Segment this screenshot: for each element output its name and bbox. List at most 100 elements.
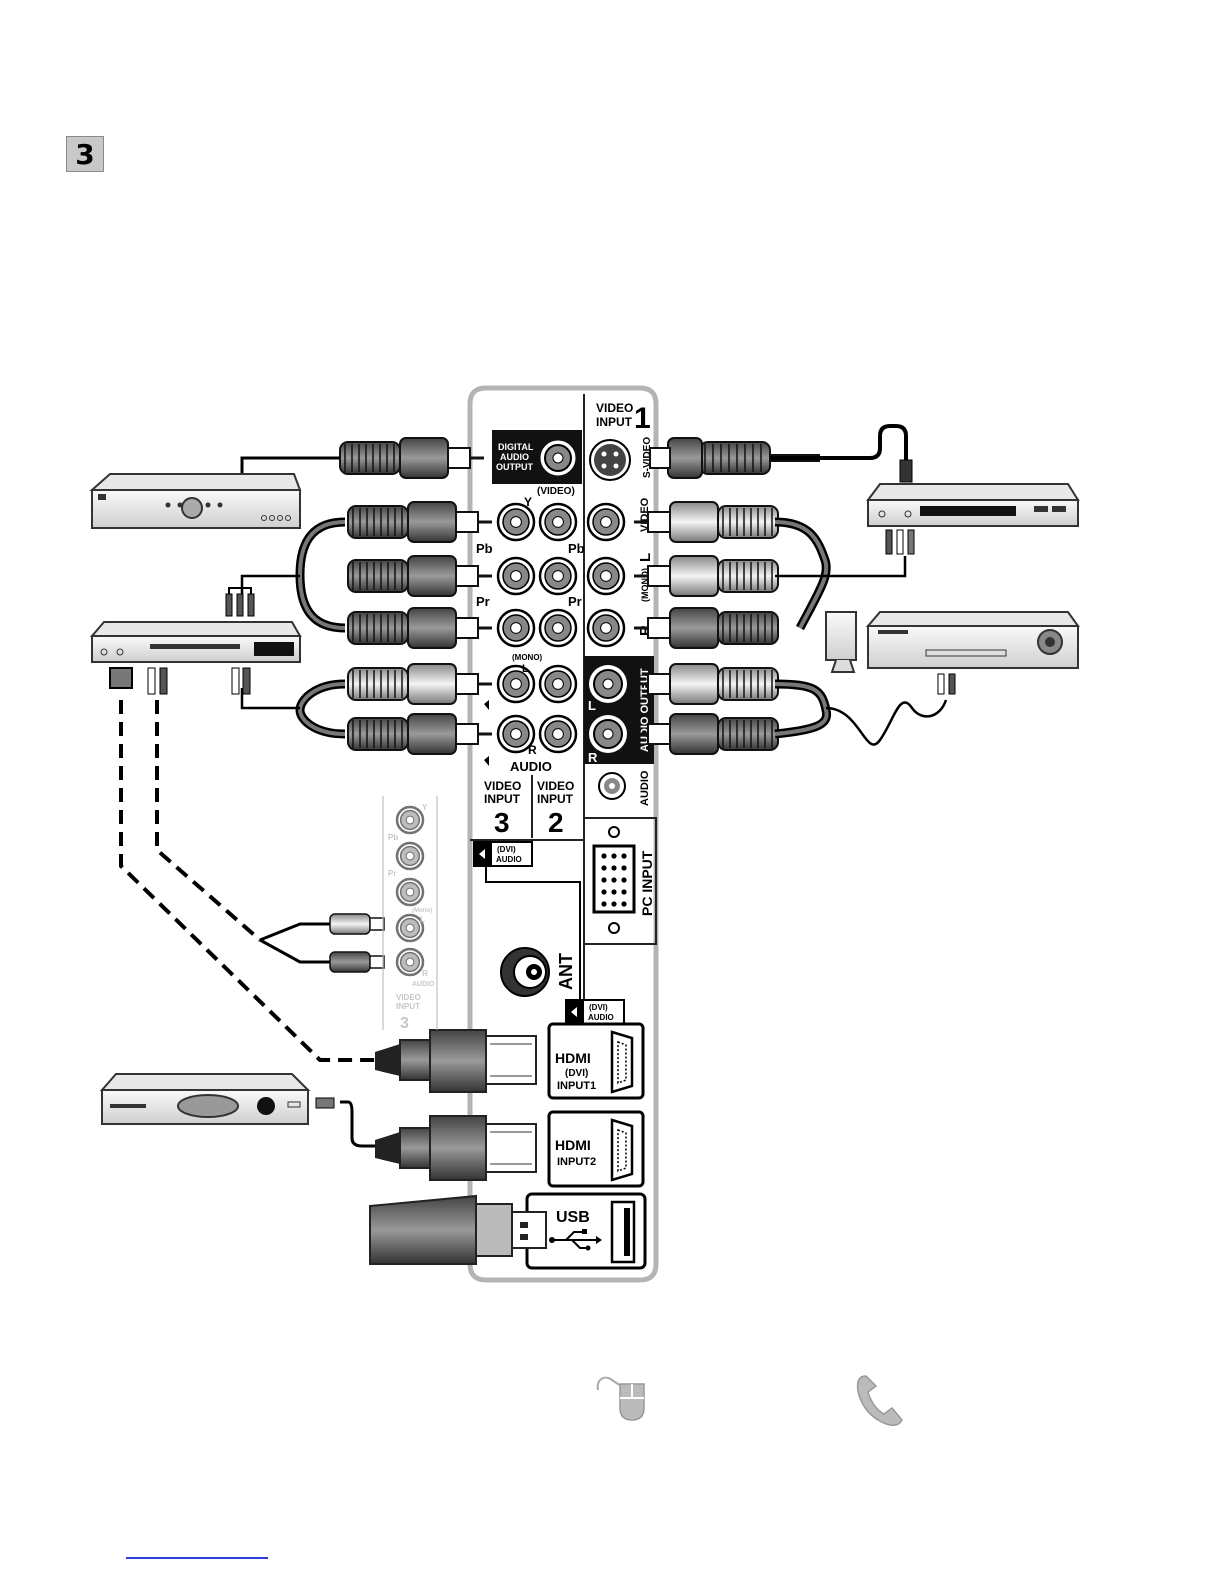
inset-rca-port[interactable]: [397, 879, 423, 905]
svg-text:AUDIO: AUDIO: [500, 452, 529, 462]
dashed-dvi-cable: [121, 700, 375, 1060]
svg-text:VIDEO: VIDEO: [596, 401, 633, 415]
vga-pin: [601, 877, 606, 882]
vga-pin: [611, 877, 616, 882]
set-top-box-device: [102, 1074, 334, 1124]
svg-text:INPUT: INPUT: [596, 415, 633, 429]
svg-text:HDMI: HDMI: [555, 1137, 591, 1153]
svg-text:USB: USB: [556, 1209, 590, 1226]
svg-text:INPUT: INPUT: [484, 792, 521, 806]
svg-text:3: 3: [400, 1015, 409, 1032]
svg-text:AUDIO: AUDIO: [412, 981, 435, 988]
rca-port[interactable]: [498, 504, 534, 540]
pb-label-input3: Pb: [476, 541, 493, 556]
audio-output-block: L R AUDIO OUTPUT: [584, 656, 654, 765]
svg-text:Y: Y: [422, 803, 428, 812]
mono-label: (MONO): [512, 653, 543, 662]
vga-pin: [621, 865, 626, 870]
r-mark: R: [528, 743, 537, 757]
vga-pin: [621, 901, 626, 906]
vga-pin: [601, 853, 606, 858]
vga-pin: [601, 901, 606, 906]
hdmi-input-2-port[interactable]: HDMI INPUT2: [549, 1112, 643, 1186]
rca-port[interactable]: [540, 610, 576, 646]
inset-rca-port[interactable]: [397, 949, 423, 975]
svg-text:3: 3: [494, 807, 510, 838]
video-input-3-inset: Y Pb Pr (Mono) L R AUDIO VIDEO INPUT 3: [383, 796, 437, 1032]
svg-text:ANT: ANT: [556, 953, 576, 990]
l-side-label: L: [637, 553, 654, 562]
s-video-port[interactable]: S-VIDEO: [590, 437, 653, 480]
audio-receiver-device: [92, 474, 300, 528]
digital-audio-output-port[interactable]: DIGITAL AUDIO OUTPUT: [492, 430, 582, 484]
rca-port[interactable]: [540, 666, 576, 702]
mouse-icon: [598, 1378, 644, 1420]
svg-text:L: L: [588, 698, 596, 713]
vga-pin: [621, 877, 626, 882]
svg-text:PC INPUT: PC INPUT: [639, 850, 655, 916]
amplifier-device: [868, 612, 1078, 694]
rca-port[interactable]: [498, 558, 534, 594]
dashed-component-cable: [157, 700, 330, 962]
vga-pin: [621, 889, 626, 894]
hdmi2-cable: [340, 1102, 380, 1146]
svg-text:R: R: [588, 750, 598, 765]
hdmi-input-1-port[interactable]: HDMI (DVI) INPUT1: [549, 1024, 643, 1098]
svg-text:Pb: Pb: [388, 833, 398, 842]
vga-pin: [611, 865, 616, 870]
pr-label-input3: Pr: [476, 594, 490, 609]
antenna-port[interactable]: ANT: [501, 948, 576, 996]
vcr-device: [868, 484, 1078, 554]
svg-text:(DVI): (DVI): [497, 845, 516, 854]
svg-text:R: R: [422, 969, 428, 978]
svg-text:INPUT: INPUT: [396, 1002, 420, 1011]
svg-text:VIDEO: VIDEO: [484, 779, 521, 793]
rca-port[interactable]: [588, 504, 624, 540]
audio-label: AUDIO: [510, 759, 552, 774]
svg-text:Pr: Pr: [388, 869, 396, 878]
dvd-player-device: [92, 588, 300, 694]
svg-text:L: L: [420, 915, 425, 924]
rca-port[interactable]: [540, 504, 576, 540]
svg-text:INPUT1: INPUT1: [557, 1080, 596, 1092]
inset-rca-port[interactable]: [397, 843, 423, 869]
svg-text:(DVI): (DVI): [565, 1068, 588, 1079]
svg-text:(DVI): (DVI): [589, 1003, 608, 1012]
svg-text:OUTPUT: OUTPUT: [496, 462, 534, 472]
svg-text:AUDIO: AUDIO: [588, 1013, 614, 1022]
inset-rca-plug: [330, 952, 384, 972]
l-mark: L: [522, 663, 529, 675]
svg-text:INPUT: INPUT: [537, 792, 574, 806]
svg-text:1: 1: [634, 402, 651, 435]
hdmi-plug-2: [375, 1116, 536, 1180]
rca-port[interactable]: [540, 558, 576, 594]
svg-text:INPUT2: INPUT2: [557, 1156, 596, 1168]
inset-rca-plug: [330, 914, 384, 934]
digital-audio-plug: [340, 438, 484, 478]
svg-text:AUDIO: AUDIO: [496, 855, 522, 864]
video-paren-label: (VIDEO): [537, 486, 575, 497]
vga-pin: [611, 889, 616, 894]
svg-text:DIGITAL: DIGITAL: [498, 442, 534, 452]
dvi-audio-tag-lower: (DVI) AUDIO: [566, 1000, 624, 1024]
phone-icon: [858, 1376, 902, 1425]
inset-rca-port[interactable]: [397, 807, 423, 833]
vga-pin: [621, 853, 626, 858]
footer-link-underline: [126, 1557, 268, 1559]
vga-pin: [601, 889, 606, 894]
svg-text:HDMI: HDMI: [555, 1050, 591, 1066]
svg-text:VIDEO: VIDEO: [396, 993, 421, 1002]
svg-text:(Mono): (Mono): [412, 908, 432, 914]
speaker-device: [826, 612, 856, 672]
vga-pin: [601, 865, 606, 870]
vga-pin: [611, 853, 616, 858]
rca-port[interactable]: [540, 716, 576, 752]
rca-port[interactable]: [588, 610, 624, 646]
rca-port[interactable]: [498, 610, 534, 646]
hdmi-plug-1: [375, 1030, 536, 1092]
pb-label-input2: Pb: [568, 541, 585, 556]
svg-text:VIDEO: VIDEO: [537, 779, 574, 793]
rca-port[interactable]: [588, 558, 624, 594]
vga-pin: [611, 901, 616, 906]
